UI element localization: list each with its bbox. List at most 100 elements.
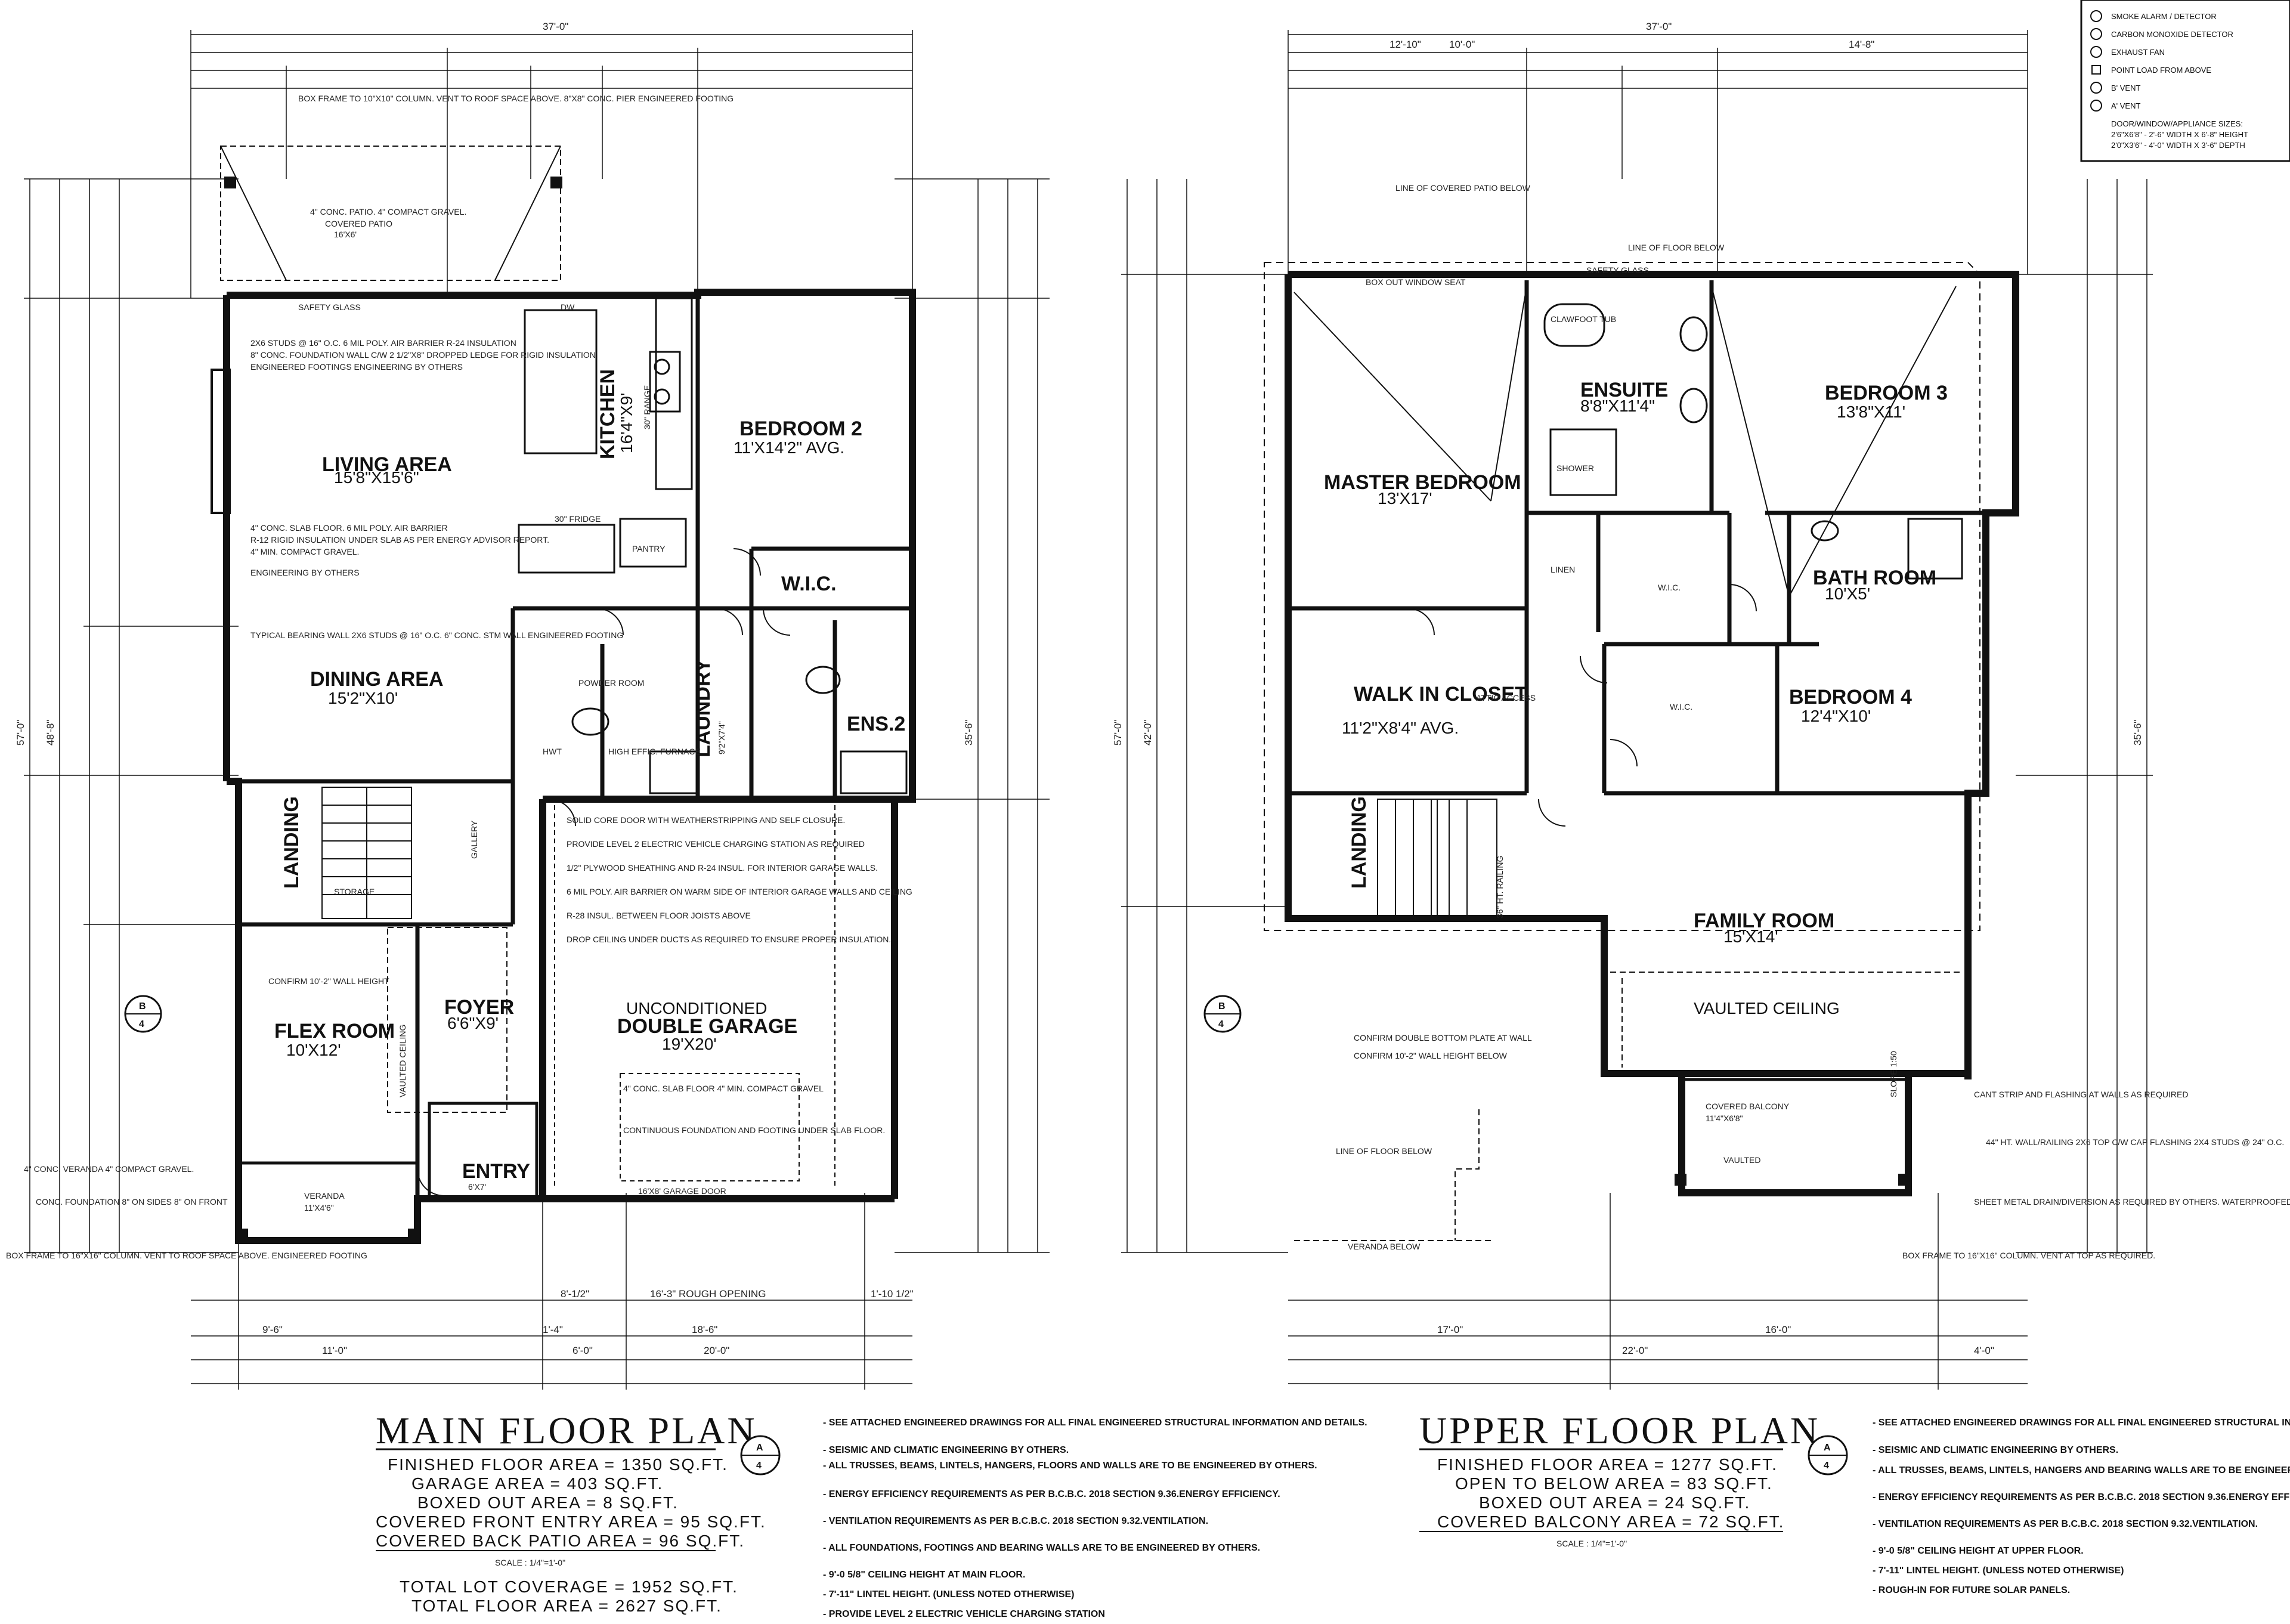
upper-dimensions: 37'-0" 57'-0" 42'-0" 35'-6" 22'-0" 4'-0"…: [1112, 21, 2143, 1356]
veranda-label: VERANDA: [304, 1191, 345, 1201]
legend-item: POINT LOAD FROM ABOVE: [2111, 66, 2211, 75]
note: VAULTED CEILING: [398, 1025, 407, 1097]
note: BOX FRAME TO 16"X16" COLUMN. VENT TO ROO…: [6, 1251, 367, 1260]
bedroom4-label: BEDROOM 4: [1789, 686, 1912, 709]
legend-item: DOOR/WINDOW/APPLIANCE SIZES:: [2111, 119, 2243, 128]
dim-text: 57'-0": [1112, 720, 1124, 746]
veranda-size: 11'X4'6": [304, 1203, 334, 1212]
ens2-label: ENS.2: [847, 713, 905, 735]
note: 4" CONC. VERANDA 4" COMPACT GRAVEL.: [24, 1164, 194, 1174]
general-note: - SEE ATTACHED ENGINEERED DRAWINGS FOR A…: [823, 1418, 1367, 1428]
note: LINE OF FLOOR BELOW: [1336, 1146, 1432, 1156]
dim-text: 4'-0": [1974, 1345, 1994, 1356]
upper-stat: FINISHED FLOOR AREA = 1277 SQ.FT.: [1437, 1455, 1778, 1474]
general-note: - VENTILATION REQUIREMENTS AS PER B.C.B.…: [823, 1516, 1208, 1526]
note: SHOWER: [1556, 463, 1594, 473]
dim-text: 57'-0": [15, 720, 26, 746]
dim-text: 9'-6": [262, 1324, 283, 1335]
garage-size: 19'X20': [662, 1035, 717, 1053]
legend-item: EXHAUST FAN: [2111, 48, 2165, 57]
note: R-12 RIGID INSULATION UNDER SLAB AS PER …: [250, 535, 549, 545]
note: STORAGE: [334, 887, 375, 896]
dim-text: 1'-4": [543, 1324, 563, 1335]
bedroom2-label: BEDROOM 2: [739, 417, 862, 440]
general-note: - VENTILATION REQUIREMENTS AS PER B.C.B.…: [1873, 1519, 2258, 1529]
main-general-notes: - SEE ATTACHED ENGINEERED DRAWINGS FOR A…: [823, 1418, 1367, 1619]
general-note: - SEISMIC AND CLIMATIC ENGINEERING BY OT…: [823, 1445, 1069, 1455]
legend-item: 2'0"X3'6" - 4'-0" WIDTH X 3'-6" DEPTH: [2111, 141, 2245, 150]
note: 8" CONC. FOUNDATION WALL C/W 2 1/2"X8" D…: [250, 350, 596, 360]
dim-text: 20'-0": [704, 1345, 729, 1356]
flex-room-label: FLEX ROOM: [274, 1020, 395, 1043]
note: SAFETY GLASS: [298, 302, 361, 312]
section-marker-icon: B 4: [124, 995, 162, 1033]
dim-text: 37'-0": [543, 21, 568, 32]
general-note: - PROVIDE LEVEL 2 ELECTRIC VEHICLE CHARG…: [823, 1609, 1105, 1619]
legend-box: SMOKE ALARM / DETECTOR CARBON MONOXIDE D…: [2080, 0, 2290, 162]
main-title-block: MAIN FLOOR PLAN FINISHED FLOOR AREA = 13…: [376, 1409, 781, 1615]
note: 6 MIL POLY. AIR BARRIER ON WARM SIDE OF …: [567, 887, 912, 896]
general-note: - 9'-0 5/8" CEILING HEIGHT AT MAIN FLOOR…: [823, 1570, 1025, 1580]
walk-in-closet-label: WALK IN CLOSET: [1354, 683, 1527, 706]
main-stat: BOXED OUT AREA = 8 SQ.FT.: [417, 1493, 679, 1512]
bedroom4-size: 12'4"X10': [1801, 707, 1871, 725]
main-room-labels: LIVING AREA 15'8"X15'6" KITCHEN 16'4"X9'…: [274, 219, 905, 1212]
main-dimensions: 37'-0" 57'-0" 48'-8" 35'-6" 20'-0" 11'-0…: [15, 21, 974, 1356]
upper-landing-label: LANDING: [1348, 796, 1370, 889]
patio-label: COVERED PATIO: [325, 219, 392, 228]
dining-area-size: 15'2"X10': [328, 689, 398, 707]
dim-text: 16'-0": [1765, 1324, 1791, 1335]
note: CONTINUOUS FOUNDATION AND FOOTING UNDER …: [623, 1125, 885, 1135]
upper-room-labels: MASTER BEDROOM 13'X17' ENSUITE 8'8"X11'4…: [1324, 379, 1948, 1165]
dim-text: 48'-8": [45, 720, 56, 746]
covered-balcony-label: COVERED BALCONY: [1706, 1102, 1790, 1111]
a-vent-icon: [2090, 100, 2102, 112]
upper-stat: OPEN TO BELOW AREA = 83 SQ.FT.: [1455, 1474, 1773, 1493]
dim-text: 37'-0": [1646, 21, 1672, 32]
general-note: - SEE ATTACHED ENGINEERED DRAWINGS FOR A…: [1873, 1418, 2290, 1428]
note: 1/2" PLYWOOD SHEATHING AND R-24 INSUL. F…: [567, 863, 878, 873]
note: BOX OUT WINDOW SEAT: [1366, 277, 1466, 287]
main-stat: COVERED FRONT ENTRY AREA = 95 SQ.FT.: [376, 1512, 766, 1531]
upper-title-block: UPPER FLOOR PLAN FINISHED FLOOR AREA = 1…: [1419, 1409, 1848, 1548]
note: 44" HT. WALL/RAILING 2X6 TOP C/W CAP FLA…: [1986, 1137, 2284, 1147]
general-note: - 7'-11" LINTEL HEIGHT. (UNLESS NOTED OT…: [1873, 1566, 2124, 1576]
family-room-size: 15'X14': [1723, 927, 1778, 946]
note: CONFIRM DOUBLE BOTTOM PLATE AT WALL: [1354, 1033, 1532, 1043]
note: CONFIRM 10'-2" WALL HEIGHT BELOW: [1354, 1051, 1508, 1060]
dim-text: 8'-1/2": [561, 1288, 589, 1300]
note: ATTIC ACCESS: [1476, 693, 1536, 703]
covered-balcony-size: 11'4"X6'8": [1706, 1113, 1743, 1123]
main-stat: FINISHED FLOOR AREA = 1350 SQ.FT.: [388, 1455, 728, 1474]
main-stat: COVERED BACK PATIO AREA = 96 SQ.FT.: [376, 1532, 745, 1550]
legend-item: 2'6"X6'8" - 2'-6" WIDTH X 6'-8" HEIGHT: [2111, 130, 2248, 139]
upper-general-notes: - SEE ATTACHED ENGINEERED DRAWINGS FOR A…: [1873, 1418, 2290, 1595]
dim-text: 12'-10": [1390, 39, 1421, 50]
master-bedroom-size: 13'X17': [1378, 489, 1432, 508]
note: R-28 INSUL. BETWEEN FLOOR JOISTS ABOVE: [567, 911, 751, 920]
general-note: - ALL TRUSSES, BEAMS, LINTELS, HANGERS, …: [823, 1461, 1317, 1471]
general-note: - ALL FOUNDATIONS, FOOTINGS AND BEARING …: [823, 1543, 1260, 1553]
note: CONFIRM 10'-2" WALL HEIGHT: [268, 976, 389, 986]
entry-size: 6'X7': [468, 1182, 486, 1192]
upper-floor-plan: [1121, 30, 2153, 1390]
bedroom3-label: BEDROOM 3: [1825, 382, 1948, 404]
general-note: - 9'-0 5/8" CEILING HEIGHT AT UPPER FLOO…: [1873, 1546, 2084, 1556]
main-scale: SCALE : 1/4"=1'-0": [495, 1558, 565, 1567]
note: ENGINEERED FOOTINGS ENGINEERING BY OTHER…: [250, 362, 463, 372]
main-stat: GARAGE AREA = 403 SQ.FT.: [411, 1474, 663, 1493]
patio-size: 16'X6': [334, 230, 357, 239]
svg-text:B: B: [139, 1001, 146, 1011]
svg-text:B: B: [1218, 1001, 1226, 1011]
dim-text: 35'-6": [963, 720, 974, 746]
entry-label: ENTRY: [462, 1160, 530, 1183]
vaulted-label: VAULTED: [1723, 1155, 1761, 1165]
b-vent-icon: [2090, 82, 2102, 94]
wic2-label: W.I.C.: [1670, 702, 1692, 712]
note: SLOPE 1:50: [1889, 1051, 1898, 1097]
legend-item: SMOKE ALARM / DETECTOR: [2111, 12, 2217, 21]
note: BOX FRAME TO 10"X10" COLUMN. VENT TO ROO…: [298, 94, 734, 103]
bath-room-size: 10'X5': [1825, 584, 1870, 603]
dim-text: 16'-3" ROUGH OPENING: [650, 1288, 766, 1300]
